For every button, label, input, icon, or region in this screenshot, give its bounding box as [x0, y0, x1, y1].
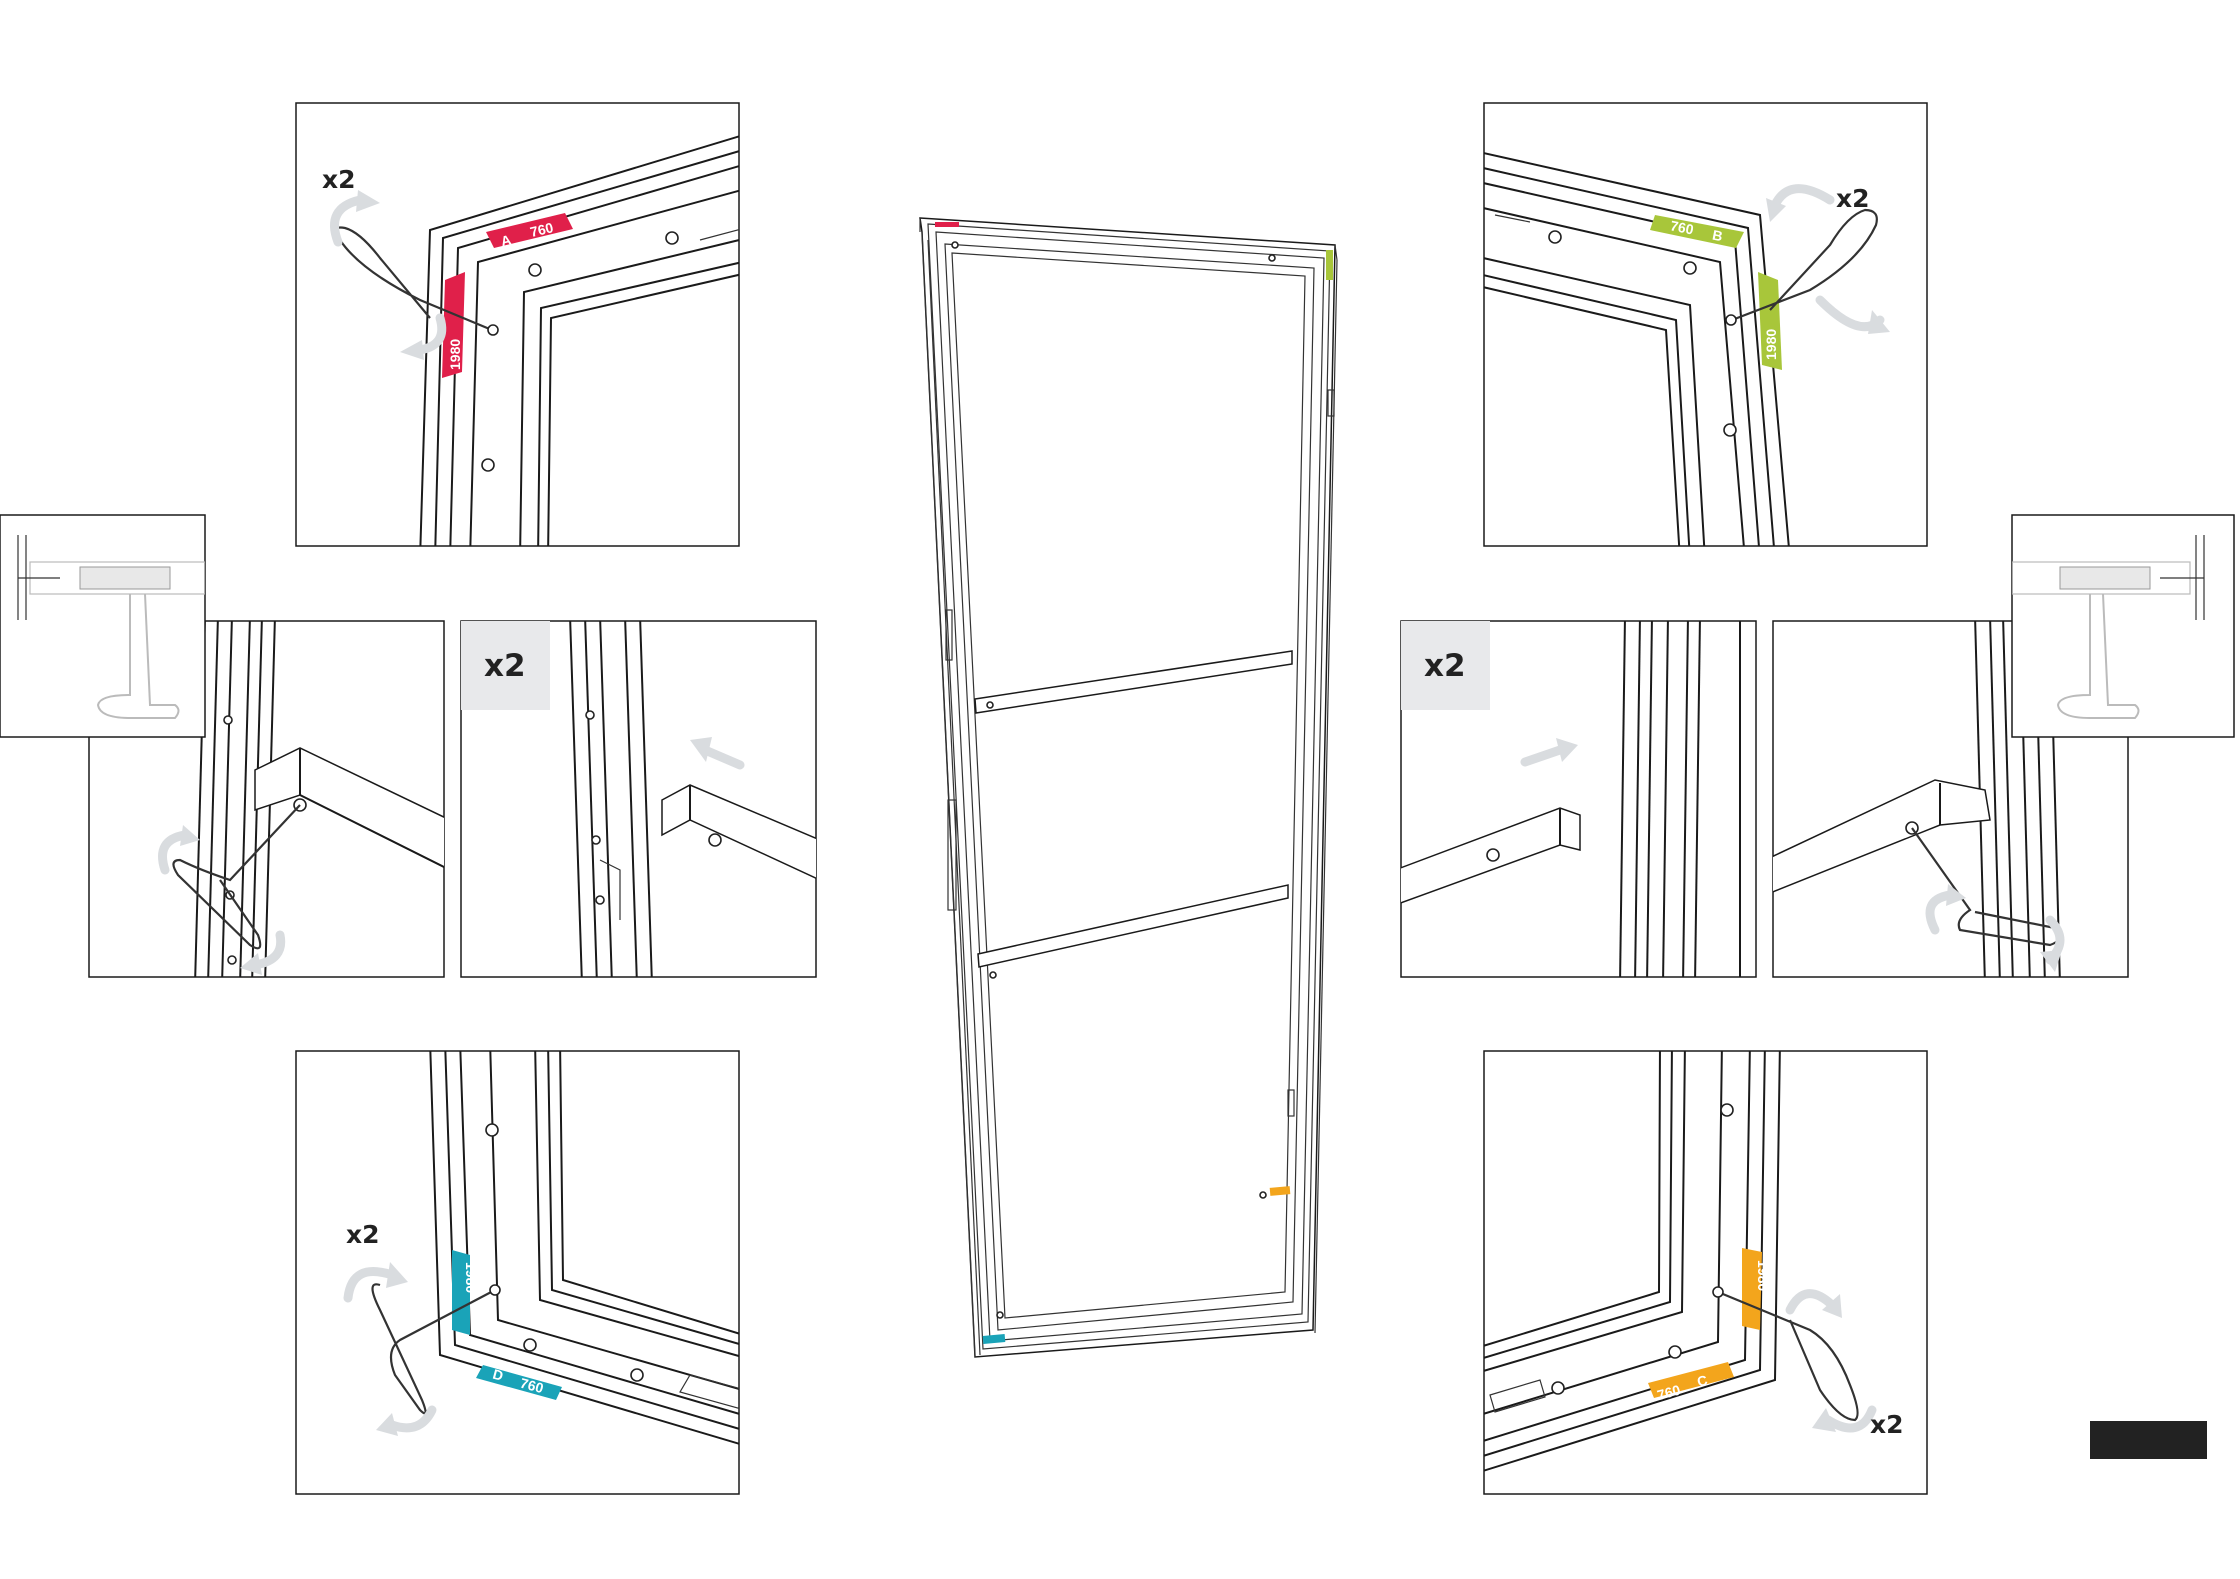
- screw-icon: [528, 263, 542, 277]
- rotate-arrow-icon: [1766, 184, 1890, 334]
- svg-text:B: B: [1711, 227, 1724, 245]
- door-tag-b: [1326, 250, 1333, 280]
- svg-text:760: 760: [528, 219, 555, 240]
- rotate-arrow-icon: [330, 190, 447, 360]
- inset-crossbar-section-left: [0, 514, 206, 738]
- x2-label-mid-left: x2: [484, 648, 526, 684]
- x2-badge-mid-left: [461, 621, 550, 710]
- door-tag-c: [1269, 1186, 1291, 1196]
- svg-text:1980: 1980: [1755, 1260, 1771, 1291]
- rotate-arrow-icon: [343, 1262, 437, 1436]
- svg-text:1980: 1980: [447, 339, 463, 370]
- panel-crossbar-insert-left: [460, 620, 817, 978]
- corner-tag-c: 1980 760 C: [1648, 1248, 1771, 1403]
- inset-crossbar-section-right: [2011, 514, 2235, 738]
- svg-text:760: 760: [1669, 217, 1695, 237]
- x2-label-top-left: x2: [322, 165, 356, 194]
- svg-text:760: 760: [1655, 1382, 1682, 1404]
- corner-tag-d: 1980 D 760: [452, 1250, 562, 1400]
- x2-label-bottom-right: x2: [1870, 1410, 1904, 1439]
- rotate-arrow-icon: [1785, 1289, 1877, 1433]
- push-arrow-icon: [1520, 738, 1578, 767]
- corner-tag-b: 760 B 1980: [1650, 215, 1782, 370]
- x2-label-mid-right: x2: [1424, 648, 1466, 684]
- rotate-arrow-icon: [158, 825, 286, 975]
- svg-text:A: A: [499, 231, 512, 249]
- rotate-arrow-icon: [1925, 884, 2065, 972]
- svg-text:1980: 1980: [463, 1262, 479, 1293]
- svg-text:C: C: [1695, 1372, 1709, 1390]
- page-marker: [2090, 1421, 2207, 1459]
- panel-corner-a: [295, 102, 740, 547]
- allen-key-icon: [1725, 208, 1878, 326]
- allen-key-icon: [172, 804, 301, 950]
- x2-badge-mid-right: [1401, 621, 1490, 710]
- corner-tag-a: A 760 1980: [442, 213, 573, 378]
- svg-text:760: 760: [519, 1375, 546, 1397]
- push-arrow-icon: [690, 737, 745, 770]
- x2-label-bottom-left: x2: [346, 1220, 380, 1249]
- svg-text:1980: 1980: [1763, 329, 1779, 360]
- x2-label-top-right: x2: [1836, 184, 1870, 213]
- allen-key-icon: [1712, 1286, 1859, 1422]
- door-frame-overview: [919, 217, 1338, 1358]
- door-tag-a: [935, 222, 959, 227]
- door-tag-d: [982, 1334, 1006, 1344]
- svg-text:D: D: [491, 1366, 505, 1384]
